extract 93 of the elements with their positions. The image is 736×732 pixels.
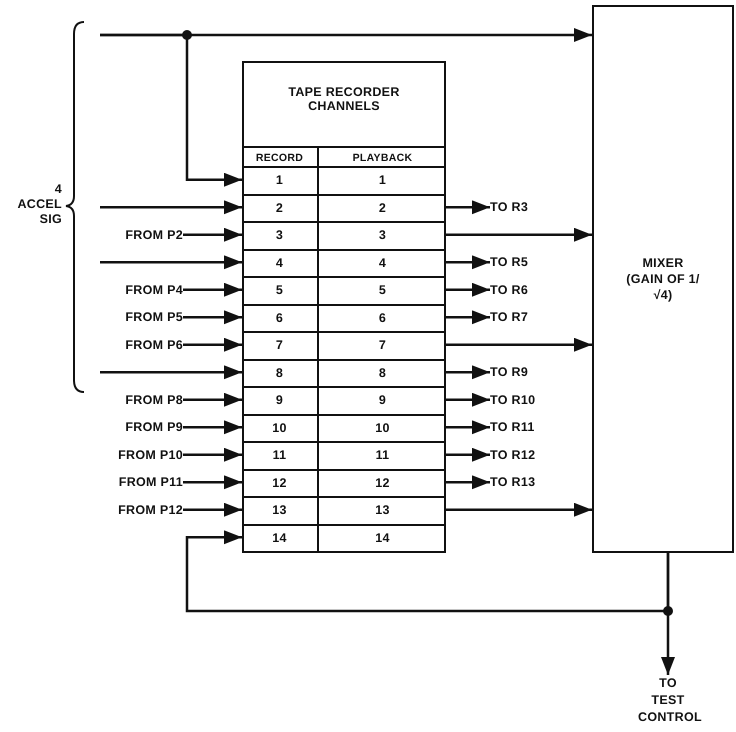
- channel-row: [242, 194, 446, 221]
- mixer-label: MIXER (GAIN OF 1/√4): [626, 255, 700, 303]
- playback-channel-number: 14: [374, 530, 391, 546]
- arrow: [446, 228, 592, 242]
- record-channel-number: 9: [242, 388, 319, 414]
- arrow: [183, 502, 242, 517]
- record-channel-number: 8: [242, 360, 319, 386]
- channel-row: [242, 248, 446, 276]
- signal-label: FROM P11: [90, 474, 183, 490]
- playback-channel-number: 2: [378, 200, 388, 216]
- signal-label: FROM P9: [90, 419, 183, 436]
- arrow: [446, 200, 490, 214]
- record-channel-number: 5: [242, 278, 319, 304]
- record-channel-number: 1: [242, 168, 319, 194]
- channel-row: [242, 221, 446, 248]
- arrow: [183, 392, 242, 407]
- arrow: [446, 338, 592, 352]
- signal-label: FROM P8: [90, 392, 183, 408]
- arrow: [446, 282, 490, 297]
- arrow: [183, 448, 242, 462]
- arrow: [446, 310, 490, 324]
- channel-row: [242, 468, 446, 496]
- channel-row: [242, 524, 446, 551]
- arrow: [183, 475, 242, 490]
- record-channel-number: 13: [242, 498, 319, 524]
- arrow: [661, 553, 675, 675]
- playback-channel-number: 7: [378, 337, 388, 354]
- channel-row: [242, 441, 446, 468]
- record-channel-number: 10: [242, 416, 319, 441]
- signal-label: TO R3: [490, 199, 565, 216]
- channel-row: [242, 331, 446, 358]
- playback-channel-number: 11: [374, 447, 390, 464]
- signal-label: FROM P12: [90, 502, 183, 518]
- signal-label: FROM P5: [90, 309, 183, 326]
- channel-table: [242, 61, 446, 553]
- playback-channel-number: 10: [374, 420, 391, 436]
- playback-channel-number: 8: [378, 364, 388, 382]
- record-channel-number: 7: [242, 333, 319, 358]
- channel-row: [242, 166, 446, 194]
- channel-row: [242, 414, 446, 441]
- signal-label: TO R13: [490, 474, 565, 490]
- playback-channel-number: 9: [378, 392, 388, 409]
- arrow: [100, 200, 242, 214]
- signal-label: TO R5: [490, 254, 565, 270]
- signal-label: TO R9: [490, 364, 565, 380]
- arrow: [183, 338, 242, 352]
- signal-label: TO R11: [490, 419, 565, 436]
- arrow: [446, 420, 490, 434]
- signal-group-label: 4 ACCEL SIG: [16, 182, 62, 227]
- channel-row: [242, 386, 446, 414]
- arrow: [100, 34, 242, 187]
- record-channel-number: 11: [242, 443, 319, 468]
- channel-row: [242, 496, 446, 524]
- signal-label: FROM P6: [90, 336, 183, 353]
- arrow: [446, 502, 592, 517]
- signal-label: TO R10: [490, 392, 565, 408]
- playback-channel-number: 1: [378, 172, 388, 189]
- signal-label: TO R12: [490, 446, 565, 463]
- playback-channel-number: 12: [374, 474, 391, 492]
- channel-row: [242, 358, 446, 386]
- arrow: [446, 475, 490, 490]
- arrow: [446, 255, 490, 270]
- arrow: [100, 255, 242, 270]
- arrow: [183, 282, 242, 297]
- arrow: [446, 392, 490, 407]
- arrow: [183, 310, 242, 324]
- signal-label: TO R7: [490, 309, 565, 326]
- signal-label: FROM P4: [90, 282, 183, 298]
- table-title: TAPE RECORDER CHANNELS: [287, 85, 401, 113]
- arrow: [100, 365, 242, 380]
- record-channel-number: 14: [242, 526, 319, 551]
- playback-channel-number: 13: [374, 502, 391, 519]
- channel-row: [242, 304, 446, 331]
- playback-channel-number: 4: [378, 254, 388, 272]
- playback-channel-number: 3: [378, 227, 388, 244]
- arrow: [183, 228, 242, 242]
- record-channel-number: 12: [242, 470, 319, 496]
- arrow: [183, 420, 242, 434]
- record-channel-number: 2: [242, 196, 319, 221]
- signal-label: FROM P10: [90, 446, 183, 463]
- column-header: RECORD: [242, 148, 319, 168]
- arrow: [446, 448, 490, 462]
- playback-channel-number: 5: [378, 282, 388, 299]
- mixer-box: [592, 5, 734, 553]
- channel-row: [242, 276, 446, 304]
- record-channel-number: 6: [242, 306, 319, 331]
- signal-label: FROM P2: [90, 226, 183, 243]
- arrow: [446, 365, 490, 380]
- playback-channel-number: 6: [378, 310, 388, 326]
- signal-label: TO R6: [490, 282, 565, 298]
- column-header: PLAYBACK: [352, 151, 414, 166]
- record-channel-number: 3: [242, 223, 319, 248]
- record-channel-number: 4: [242, 250, 319, 276]
